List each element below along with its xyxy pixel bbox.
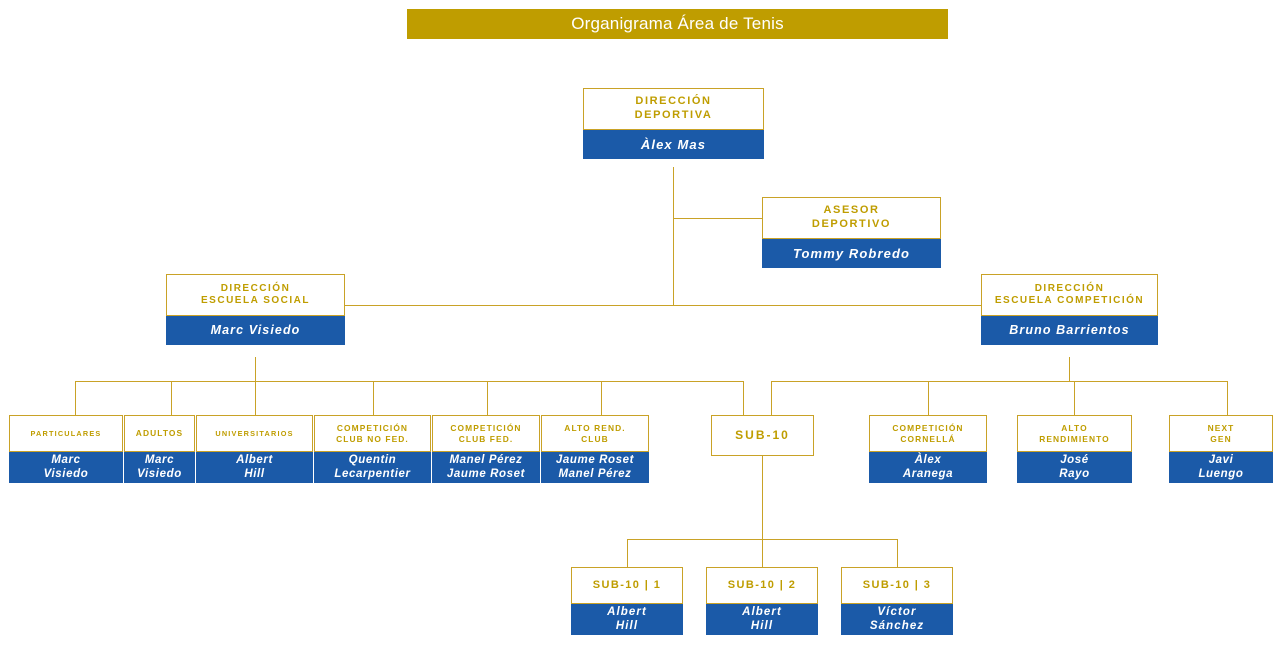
node-role-alto-rend-club: ALTO REND. CLUB — [541, 415, 649, 452]
node-role-direccion-escuela-social: DIRECCIÓN ESCUELA SOCIAL — [166, 274, 345, 316]
node-competicion-club-no-fed[interactable]: COMPETICIÓN CLUB NO FED. Quentin Lecarpe… — [314, 415, 431, 483]
node-role-competicion-club-fed: COMPETICIÓN CLUB FED. — [432, 415, 540, 452]
node-person-sub10-1: Albert Hill — [571, 604, 683, 635]
node-sub10-2[interactable]: SUB-10 | 2 Albert Hill — [706, 567, 818, 635]
node-person-direccion-escuela-competicion: Bruno Barrientos — [981, 316, 1158, 345]
node-role-sub10-2: SUB-10 | 2 — [706, 567, 818, 604]
node-person-asesor-deportivo: Tommy Robredo — [762, 239, 941, 268]
connector-directions-bar — [255, 305, 1070, 306]
connector-comp-child-3 — [1074, 381, 1075, 415]
node-person-alto-rendimiento: José Rayo — [1017, 452, 1132, 483]
node-alto-rend-club[interactable]: ALTO REND. CLUB Jaume Roset Manel Pérez — [541, 415, 649, 483]
connector-competicion-stem — [1069, 357, 1070, 381]
connector-sub10-stem — [762, 456, 763, 539]
connector-dd-stem — [673, 167, 674, 305]
connector-social-child-2 — [171, 381, 172, 415]
node-role-competicion-cornella: COMPETICIÓN CORNELLÁ — [869, 415, 987, 452]
node-role-competicion-club-no-fed: COMPETICIÓN CLUB NO FED. — [314, 415, 431, 452]
node-alto-rendimiento[interactable]: ALTO RENDIMIENTO José Rayo — [1017, 415, 1132, 483]
node-direccion-escuela-competicion[interactable]: DIRECCIÓN ESCUELA COMPETICIÓN Bruno Barr… — [981, 274, 1158, 345]
node-person-next-gen: Javi Luengo — [1169, 452, 1273, 483]
node-direccion-escuela-social[interactable]: DIRECCIÓN ESCUELA SOCIAL Marc Visiedo — [166, 274, 345, 345]
node-sub10-3[interactable]: SUB-10 | 3 Víctor Sánchez — [841, 567, 953, 635]
node-role-sub10: SUB-10 — [711, 415, 814, 456]
node-adultos[interactable]: ADULTOS Marc Visiedo — [124, 415, 195, 483]
node-role-alto-rendimiento: ALTO RENDIMIENTO — [1017, 415, 1132, 452]
connector-comp-child-4 — [1227, 381, 1228, 415]
connector-social-child-7 — [743, 381, 744, 415]
node-role-adultos: ADULTOS — [124, 415, 195, 452]
connector-social-child-6 — [601, 381, 602, 415]
connector-social-child-4 — [373, 381, 374, 415]
node-role-next-gen: NEXT GEN — [1169, 415, 1273, 452]
node-person-direccion-deportiva: Àlex Mas — [583, 130, 764, 159]
connector-social-child-3 — [255, 381, 256, 415]
node-sub10[interactable]: SUB-10 — [711, 415, 814, 456]
node-person-alto-rend-club: Jaume Roset Manel Pérez — [541, 452, 649, 483]
node-person-competicion-club-fed: Manel Pérez Jaume Roset — [432, 452, 540, 483]
node-sub10-1[interactable]: SUB-10 | 1 Albert Hill — [571, 567, 683, 635]
node-particulares[interactable]: PARTICULARES Marc Visiedo — [9, 415, 123, 483]
node-person-competicion-cornella: Àlex Aranega — [869, 452, 987, 483]
node-next-gen[interactable]: NEXT GEN Javi Luengo — [1169, 415, 1273, 483]
connector-dd-to-asesor — [673, 218, 765, 219]
node-asesor-deportivo[interactable]: ASESOR DEPORTIVO Tommy Robredo — [762, 197, 941, 268]
connector-social-stem — [255, 357, 256, 381]
node-role-sub10-1: SUB-10 | 1 — [571, 567, 683, 604]
node-direccion-deportiva[interactable]: DIRECCIÓN DEPORTIVA Àlex Mas — [583, 88, 764, 159]
node-role-particulares: PARTICULARES — [9, 415, 123, 452]
page-title: Organigrama Área de Tenis — [407, 9, 948, 39]
connector-competicion-bar — [771, 381, 1227, 382]
node-person-competicion-club-no-fed: Quentin Lecarpentier — [314, 452, 431, 483]
connector-social-child-1 — [75, 381, 76, 415]
node-role-universitarios: UNIVERSITARIOS — [196, 415, 313, 452]
node-role-asesor-deportivo: ASESOR DEPORTIVO — [762, 197, 941, 239]
connector-social-child-5 — [487, 381, 488, 415]
connector-comp-child-1 — [771, 381, 772, 415]
node-role-direccion-deportiva: DIRECCIÓN DEPORTIVA — [583, 88, 764, 130]
node-role-direccion-escuela-competicion: DIRECCIÓN ESCUELA COMPETICIÓN — [981, 274, 1158, 316]
connector-social-bar — [75, 381, 743, 382]
node-person-particulares: Marc Visiedo — [9, 452, 123, 483]
node-universitarios[interactable]: UNIVERSITARIOS Albert Hill — [196, 415, 313, 483]
node-competicion-club-fed[interactable]: COMPETICIÓN CLUB FED. Manel Pérez Jaume … — [432, 415, 540, 483]
node-person-direccion-escuela-social: Marc Visiedo — [166, 316, 345, 345]
node-role-sub10-3: SUB-10 | 3 — [841, 567, 953, 604]
connector-sub10-child-3 — [897, 539, 898, 567]
node-person-sub10-3: Víctor Sánchez — [841, 604, 953, 635]
connector-sub10-child-1 — [627, 539, 628, 567]
node-competicion-cornella[interactable]: COMPETICIÓN CORNELLÁ Àlex Aranega — [869, 415, 987, 483]
node-person-universitarios: Albert Hill — [196, 452, 313, 483]
node-person-adultos: Marc Visiedo — [124, 452, 195, 483]
connector-comp-child-2 — [928, 381, 929, 415]
node-person-sub10-2: Albert Hill — [706, 604, 818, 635]
connector-sub10-child-2 — [762, 539, 763, 567]
